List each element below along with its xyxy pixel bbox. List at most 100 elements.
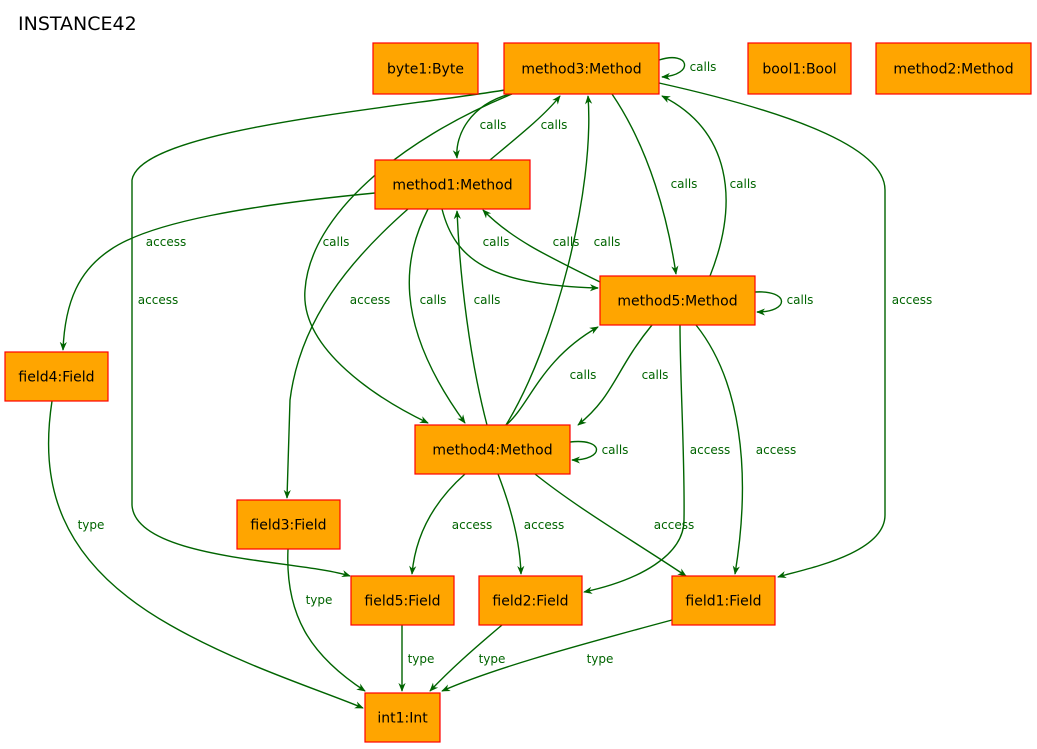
node-label: method4:Method [432,443,552,459]
node-method3[interactable]: method3:Method [503,42,660,95]
edge-field4-to-int1: type [47,400,364,709]
edge-label: calls [570,368,597,382]
edge-line [661,95,727,277]
node-label: byte1:Byte [387,62,464,78]
edge-line [611,93,679,275]
node-box[interactable] [350,575,455,626]
edge-method4-to-method3: calls [505,95,621,426]
edge-line [658,82,886,578]
edge-line [59,192,376,351]
node-byte1[interactable]: byte1:Byte [372,42,479,95]
node-label: field1:Field [685,594,761,610]
node-box[interactable] [747,42,852,95]
node-box[interactable] [372,42,479,95]
edge-field3-to-int1: type [287,548,366,692]
node-field4[interactable]: field4:Field [4,351,109,402]
edge-line [497,473,525,575]
edge-method4-to-method4: calls [569,440,629,464]
edge-line [505,326,599,426]
edge-label: calls [420,293,447,307]
edge-label: access [524,518,564,532]
edge-line [489,95,561,161]
edge-label: calls [787,293,814,307]
edge-label: type [479,652,506,666]
edge-label: access [452,518,492,532]
edge-label: calls [671,177,698,191]
node-bool1[interactable]: bool1:Bool [747,42,852,95]
node-label: field2:Field [492,594,568,610]
node-box[interactable] [599,275,756,326]
edge-method3-to-field1: access [658,82,932,578]
edge-line [754,291,783,316]
edge-label: calls [480,118,507,132]
edge-method4-to-method5: calls [505,326,599,426]
edge-line [408,208,466,424]
edge-line [287,548,366,692]
node-label: bool1:Bool [762,62,836,78]
edge-method3-to-method1: calls [452,93,511,159]
edge-method5-to-method3: calls [661,95,757,277]
node-box[interactable] [671,575,776,626]
node-box[interactable] [364,692,441,743]
edge-method1-to-method5: calls [441,208,599,292]
node-field5[interactable]: field5:Field [350,575,455,626]
nodes-layer: byte1:Byte method3:Method bool1:Bool method… [4,42,1032,743]
node-box[interactable] [236,499,341,550]
edge-label: type [78,518,105,532]
edge-label: type [306,593,333,607]
edge-line [283,208,409,499]
node-box[interactable] [478,575,583,626]
edge-method1-to-field4: access [59,192,376,351]
edge-line [429,624,503,692]
node-label: field3:Field [250,518,326,534]
edge-line [534,473,687,577]
edge-method1-to-method3: calls [489,95,567,161]
edge-line [452,93,511,159]
edge-line [583,324,685,594]
edge-label: calls [642,368,669,382]
edge-label: access [146,235,186,249]
node-box[interactable] [414,424,571,475]
node-label: field5:Field [364,594,440,610]
node-box[interactable] [4,351,109,402]
node-method4[interactable]: method4:Method [414,424,571,475]
node-int1[interactable]: int1:Int [364,692,441,743]
node-box[interactable] [374,159,531,210]
diagram-title: INSTANCE42 [18,13,137,35]
edge-line [569,440,598,464]
edge-line [482,209,601,283]
edge-label: calls [602,443,629,457]
edge-method5-to-method1: calls [482,209,601,283]
node-label: method5:Method [617,294,737,310]
edge-field5-to-int1: type [398,625,435,692]
node-box[interactable] [503,42,660,95]
edge-label: calls [690,60,717,74]
edge-label: type [587,652,614,666]
node-box[interactable] [875,42,1032,95]
edge-label: calls [323,235,350,249]
edge-label: type [408,652,435,666]
edge-method4-to-field5: access [409,473,492,575]
node-label: field4:Field [18,370,94,386]
edge-field1-to-int1: type [441,619,673,692]
edge-label: access [690,443,730,457]
node-field2[interactable]: field2:Field [478,575,583,626]
edge-label: access [892,293,932,307]
edge-label: access [138,293,178,307]
edge-line [47,400,364,709]
edge-line [577,324,653,426]
edge-line [409,473,466,575]
node-field3[interactable]: field3:Field [236,499,341,550]
edge-label: calls [594,235,621,249]
node-label: method1:Method [392,178,512,194]
node-method2[interactable]: method2:Method [875,42,1032,95]
edge-method5-to-field1: access [695,324,796,575]
edge-label: calls [730,177,757,191]
edge-line [441,208,599,292]
edge-field2-to-int1: type [429,624,506,692]
node-method1[interactable]: method1:Method [374,159,531,210]
node-method5[interactable]: method5:Method [599,275,756,326]
node-field1[interactable]: field1:Field [671,575,776,626]
